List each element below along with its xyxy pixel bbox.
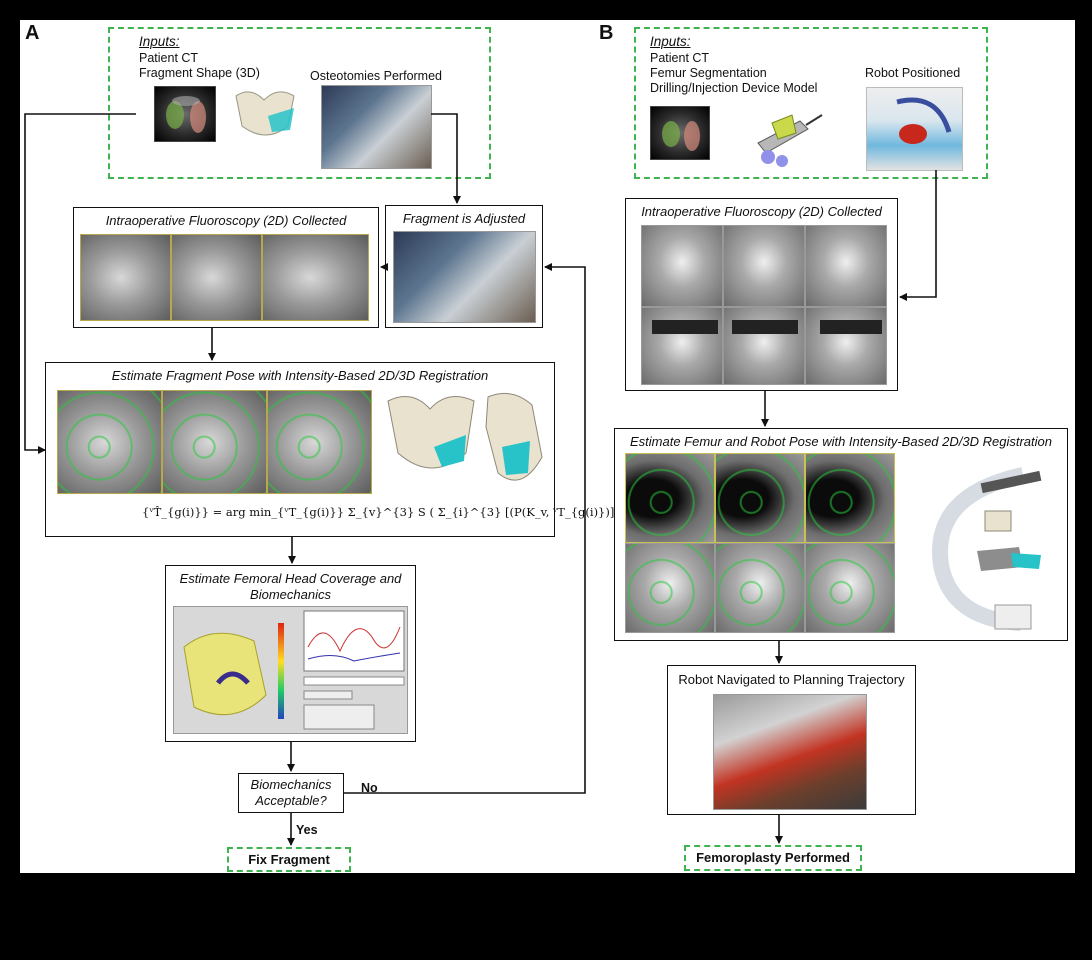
pelvis-3d-icon xyxy=(387,392,543,481)
drill-shaft-icon xyxy=(732,320,798,334)
flow-arrows xyxy=(24,113,937,846)
a-reg-image-1 xyxy=(57,390,162,494)
arrow-a-decision-no xyxy=(344,263,586,794)
a-fluoro-title: Intraoperative Fluoroscopy (2D) Collecte… xyxy=(105,213,347,228)
b-fluoro-image-1 xyxy=(641,225,723,307)
figure-canvas: A Inputs: Patient CT Fragment Shape (3D)… xyxy=(20,20,1075,873)
b-inputs-box: Inputs: Patient CT Femur Segmentation Dr… xyxy=(634,27,988,179)
a-input-osteotomies: Osteotomies Performed xyxy=(310,69,442,83)
drill-shaft-icon xyxy=(820,320,882,334)
a-adjust-photo xyxy=(393,231,536,323)
drilling-device-icon xyxy=(757,114,823,167)
a-yes-label: Yes xyxy=(296,823,318,837)
a-reg-pelvis-models xyxy=(382,387,550,497)
b-fluoro-image-6 xyxy=(805,307,887,385)
arrow-a-osteotomy-to-adjust xyxy=(431,113,461,204)
drill-shaft-icon xyxy=(652,320,718,334)
b-input-device-model: Drilling/Injection Device Model xyxy=(650,81,818,95)
b-input-patient-ct: Patient CT xyxy=(650,51,710,65)
b-reg-image-6 xyxy=(805,543,895,633)
a-fluoro-image-2 xyxy=(171,234,262,321)
b-reg-image-1 xyxy=(625,453,715,543)
a-pelvis-model xyxy=(228,86,303,146)
a-adjust-box: Fragment is Adjusted xyxy=(385,205,543,328)
robot-c-arm-icon xyxy=(896,97,952,144)
b-fluoro-box: Intraoperative Fluoroscopy (2D) Collecte… xyxy=(625,198,898,391)
a-fluoro-box: Intraoperative Fluoroscopy (2D) Collecte… xyxy=(73,207,379,328)
coverage-plot-icon xyxy=(183,610,405,730)
pelvis-fragment-icon xyxy=(235,91,295,136)
a-coverage-title: Estimate Femoral Head Coverage and Biome… xyxy=(179,571,402,602)
b-reg-image-2 xyxy=(715,453,805,543)
b-ct-image xyxy=(650,106,710,160)
b-terminal-text: Femoroplasty Performed xyxy=(696,850,850,865)
a-reg-image-3 xyxy=(267,390,372,494)
b-fluoro-image-5 xyxy=(723,307,805,385)
b-registration-title: Estimate Femur and Robot Pose with Inten… xyxy=(630,434,1052,449)
b-navigate-box: Robot Navigated to Planning Trajectory xyxy=(667,665,916,815)
b-navigate-title: Robot Navigated to Planning Trajectory xyxy=(678,672,905,687)
b-input-robot-positioned: Robot Positioned xyxy=(865,66,961,80)
b-registration-box: Estimate Femur and Robot Pose with Inten… xyxy=(614,428,1068,641)
b-reg-image-3 xyxy=(805,453,895,543)
b-fluoro-image-3 xyxy=(805,225,887,307)
panel-letter-b: B xyxy=(599,22,614,44)
b-reg-image-5 xyxy=(715,543,805,633)
a-fluoro-image-1 xyxy=(80,234,171,321)
ct-bone-shapes xyxy=(662,121,700,151)
a-registration-title: Estimate Fragment Pose with Intensity-Ba… xyxy=(111,368,489,383)
b-device-model xyxy=(748,103,826,169)
a-reg-image-2 xyxy=(162,390,267,494)
b-fluoro-title: Intraoperative Fluoroscopy (2D) Collecte… xyxy=(641,204,882,219)
a-terminal-text: Fix Fragment xyxy=(248,852,330,867)
a-decision-text: Biomechanics Acceptable? xyxy=(250,777,332,808)
a-no-label: No xyxy=(361,781,378,795)
a-coverage-screenshot xyxy=(173,606,408,734)
b-robot-photo xyxy=(866,87,963,171)
a-terminal-box: Fix Fragment xyxy=(227,847,351,872)
ct-bone-shapes xyxy=(166,96,206,133)
a-decision-box: Biomechanics Acceptable? xyxy=(238,773,344,813)
b-fluoro-image-4 xyxy=(641,307,723,385)
a-coverage-box: Estimate Femoral Head Coverage and Biome… xyxy=(165,565,416,742)
b-reg-image-4 xyxy=(625,543,715,633)
a-registration-box: Estimate Fragment Pose with Intensity-Ba… xyxy=(45,362,690,537)
c-arm-robot-icon xyxy=(932,467,1042,631)
b-input-femur-segmentation: Femur Segmentation xyxy=(650,66,767,80)
a-ct-image xyxy=(154,86,216,142)
a-adjust-title: Fragment is Adjusted xyxy=(402,211,526,226)
b-navigate-photo xyxy=(713,694,867,810)
a-registration-formula: {ᵛT̂_{g(i)}} = arg min_{ᵛT_{g(i)}} Σ_{v}… xyxy=(142,505,691,519)
a-fluoro-image-3 xyxy=(262,234,369,321)
b-reg-c-arm-model xyxy=(911,455,1061,635)
b-fluoro-image-2 xyxy=(723,225,805,307)
arrow-a-ct-to-registration xyxy=(24,113,136,454)
a-input-patient-ct: Patient CT xyxy=(139,51,199,65)
a-osteotomy-photo xyxy=(321,85,432,169)
b-inputs-heading: Inputs: xyxy=(650,34,691,49)
a-inputs-box: Inputs: Patient CT Fragment Shape (3D) O… xyxy=(108,27,491,179)
arrow-b-robot-to-fluoro xyxy=(899,170,937,301)
a-input-fragment-shape: Fragment Shape (3D) xyxy=(139,66,260,80)
a-inputs-heading: Inputs: xyxy=(139,34,180,49)
b-terminal-box: Femoroplasty Performed xyxy=(684,845,862,871)
panel-letter-a: A xyxy=(25,22,40,44)
